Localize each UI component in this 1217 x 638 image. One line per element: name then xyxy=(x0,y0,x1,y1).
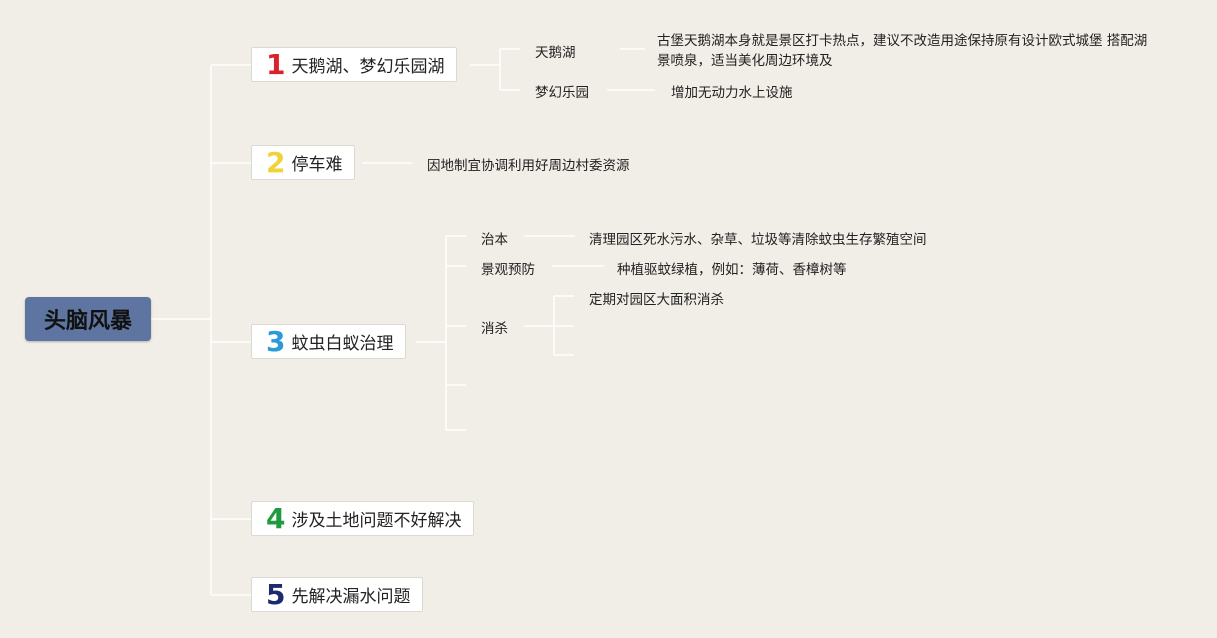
branch-5[interactable]: 5 先解决漏水问题 xyxy=(251,577,424,612)
branch-3-child-landscape-prevention-detail: 种植驱蚊绿植，例如：薄荷、香樟树等 xyxy=(617,262,847,278)
branch-1-child-swan-lake[interactable]: 天鹅湖 xyxy=(535,45,576,61)
branch-3-child-root-cause[interactable]: 治本 xyxy=(481,232,508,248)
number-5-icon: 5 xyxy=(266,577,286,611)
branch-4[interactable]: 4 涉及土地问题不好解决 xyxy=(251,501,475,536)
number-4-icon: 4 xyxy=(266,501,286,535)
branch-1-child-swan-lake-detail: 古堡天鹅湖本身就是景区打卡热点，建议不改造用途保持原有设计欧式城堡 搭配湖景喷泉… xyxy=(657,33,1148,69)
branch-1-label: 天鹅湖、梦幻乐园湖 xyxy=(291,57,445,77)
branch-2[interactable]: 2 停车难 xyxy=(251,145,356,180)
branch-3-label: 蚊虫白蚁治理 xyxy=(291,334,394,354)
branch-2-label: 停车难 xyxy=(291,155,343,175)
number-2-icon: 2 xyxy=(266,145,286,179)
branch-1[interactable]: 1 天鹅湖、梦幻乐园湖 xyxy=(251,47,458,82)
branch-5-label: 先解决漏水问题 xyxy=(291,587,411,607)
branch-3-child-landscape-prevention[interactable]: 景观预防 xyxy=(481,262,535,278)
branch-3-child-disinfection[interactable]: 消杀 xyxy=(481,321,508,337)
branch-1-child-dream-park-detail: 增加无动力水上设施 xyxy=(671,85,793,101)
root-topic-label: 头脑风暴 xyxy=(43,309,132,334)
branch-3[interactable]: 3 蚊虫白蚁治理 xyxy=(251,324,407,359)
root-topic[interactable]: 头脑风暴 xyxy=(25,297,151,341)
number-3-icon: 3 xyxy=(266,324,286,358)
branch-2-detail: 因地制宜协调利用好周边村委资源 xyxy=(427,158,630,174)
branch-1-child-dream-park[interactable]: 梦幻乐园 xyxy=(535,85,589,101)
number-1-icon: 1 xyxy=(266,47,286,81)
branch-3-child-disinfection-detail: 定期对园区大面积消杀 xyxy=(589,292,724,308)
branch-3-child-root-cause-detail: 清理园区死水污水、杂草、垃圾等清除蚊虫生存繁殖空间 xyxy=(589,232,927,248)
branch-4-label: 涉及土地问题不好解决 xyxy=(291,511,462,531)
